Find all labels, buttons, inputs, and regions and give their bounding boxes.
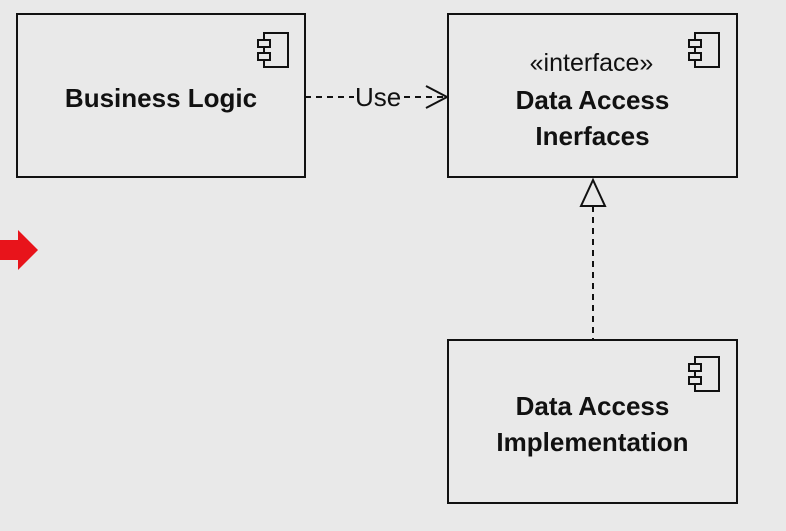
- business-logic-component[interactable]: Business Logic: [16, 13, 306, 178]
- component-icon: [257, 32, 289, 68]
- interface-stereotype: «interface»: [529, 49, 654, 77]
- component-title-line2: Inerfaces: [535, 121, 650, 151]
- component-title-line2: Implementation: [496, 427, 689, 457]
- realization-triangle: [579, 177, 607, 207]
- use-label: Use: [354, 82, 403, 112]
- red-pointer-arrow-icon: [0, 230, 38, 270]
- component-title-line1: Data Access: [515, 85, 670, 115]
- component-title-line1: Data Access: [515, 391, 670, 421]
- component-icon: [688, 356, 720, 392]
- component-title: Business Logic: [64, 83, 258, 113]
- data-access-implementation-component[interactable]: Data Access Implementation: [447, 339, 738, 504]
- component-icon: [688, 32, 720, 68]
- data-access-interfaces-component[interactable]: «interface» Data Access Inerfaces: [447, 13, 738, 178]
